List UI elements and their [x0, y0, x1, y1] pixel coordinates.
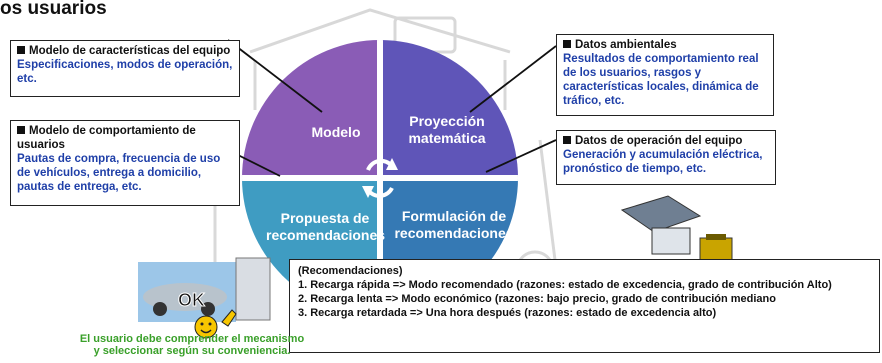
solar-battery-illustration	[620, 195, 733, 267]
operation-data-box: Datos de operación del equipo Generación…	[556, 130, 776, 185]
recommendations-heading: (Recomendaciones)	[298, 265, 403, 277]
recommendation-item: 2. Recarga lenta => Modo económico (razo…	[298, 293, 776, 305]
equipment-model-box: Modelo de características del equipo Esp…	[10, 40, 240, 97]
bullet-square-icon	[563, 136, 571, 144]
page-title: os usuarios	[0, 0, 107, 19]
quadrant-projection	[380, 40, 518, 178]
recommendations-box: (Recomendaciones) 1. Recarga rápida => M…	[289, 259, 880, 353]
environment-data-box: Datos ambientales Resultados de comporta…	[556, 34, 774, 116]
bullet-square-icon	[17, 126, 25, 134]
recommendation-item: 1. Recarga rápida => Modo recomendado (r…	[298, 279, 832, 291]
electric-car-illustration	[138, 257, 271, 322]
bullet-square-icon	[17, 46, 25, 54]
user-note: El usuario debe comprender el mecanismo …	[79, 333, 305, 357]
smiley-face-icon	[194, 309, 237, 339]
behavior-model-box: Modelo de comportamiento de usuarios Pau…	[10, 120, 240, 206]
bullet-square-icon	[563, 40, 571, 48]
cycle-circle	[242, 40, 518, 316]
quadrant-model	[242, 40, 380, 178]
recommendation-item: 3. Recarga retardada => Una hora después…	[298, 307, 717, 319]
ok-text: OK	[178, 290, 205, 310]
quadrant-model-label: Modelo	[311, 124, 361, 140]
